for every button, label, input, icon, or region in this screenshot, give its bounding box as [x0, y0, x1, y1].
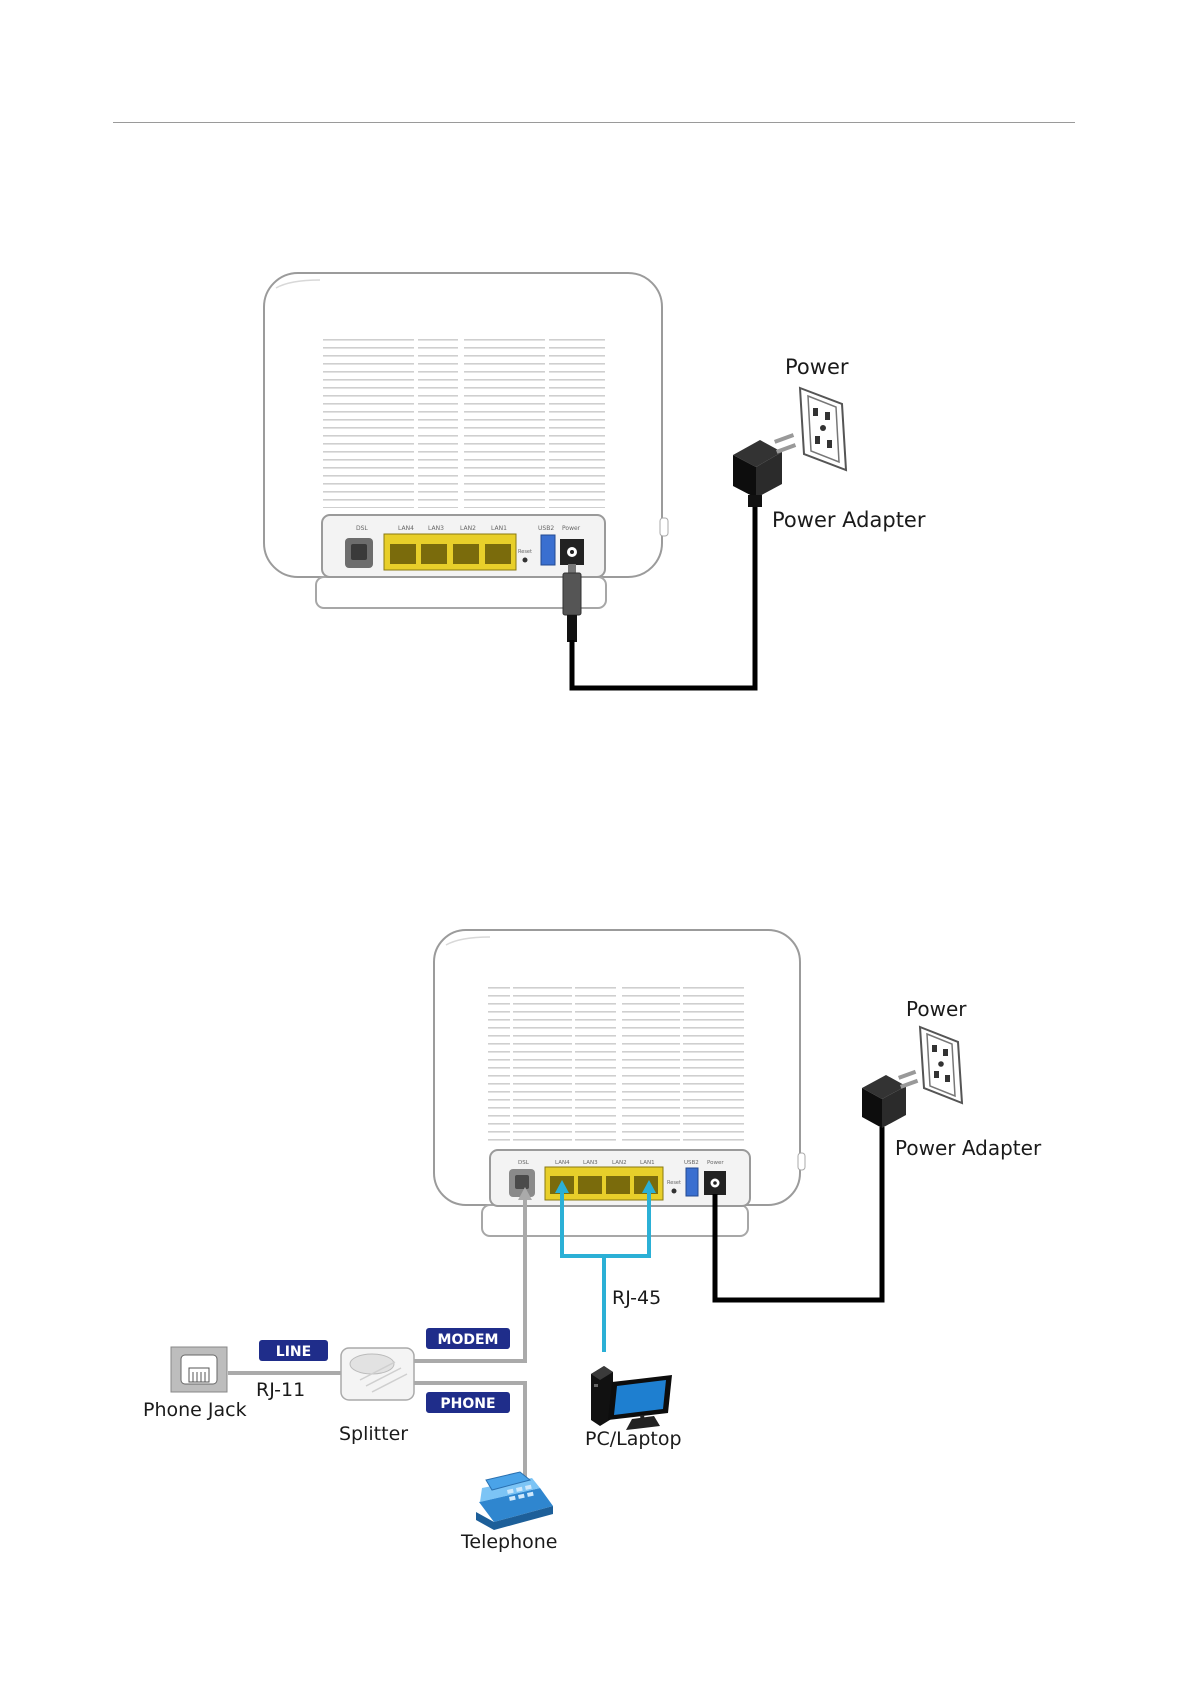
- lan4-label: LAN4: [555, 1160, 570, 1166]
- dc-plug: [563, 564, 581, 642]
- rj11-label: RJ-11: [256, 1379, 305, 1401]
- power-adapter-icon: [862, 1070, 918, 1128]
- telephone-icon: [476, 1472, 553, 1530]
- power-adapter-label: Power Adapter: [772, 508, 926, 532]
- power-port-label: Power: [707, 1160, 724, 1166]
- lan2-label: LAN2: [612, 1160, 627, 1166]
- reset-hole: [523, 558, 528, 563]
- lan4-port: [390, 544, 416, 564]
- power-label: Power: [785, 355, 849, 379]
- rj45-label: RJ-45: [612, 1287, 661, 1309]
- router-stand: [482, 1205, 748, 1236]
- reset-label: Reset: [667, 1180, 681, 1186]
- lan2-label: LAN2: [460, 525, 476, 532]
- splitter-label: Splitter: [339, 1423, 408, 1445]
- usb-port: [541, 535, 555, 565]
- reset-hole: [672, 1189, 677, 1194]
- lan3-port: [578, 1176, 602, 1194]
- usb-port: [686, 1168, 698, 1196]
- power-label: Power: [906, 997, 967, 1021]
- lan3-port: [421, 544, 447, 564]
- wall-outlet-icon: [920, 1027, 962, 1103]
- pc-laptop-label: PC/Laptop: [585, 1428, 682, 1450]
- telephone-label: Telephone: [460, 1531, 558, 1553]
- router-back-panel: DSL LAN4 LAN3 LAN2 LAN1 Reset USB2 Power: [264, 273, 668, 608]
- modem-tag-text: MODEM: [438, 1332, 499, 1348]
- lan1-label: LAN1: [640, 1160, 655, 1166]
- power-port-label: Power: [562, 525, 581, 532]
- lan2-port: [606, 1176, 630, 1194]
- phone-jack-label: Phone Jack: [143, 1399, 247, 1421]
- lan3-label: LAN3: [583, 1160, 598, 1166]
- lan2-port: [453, 544, 479, 564]
- lan1-label: LAN1: [491, 525, 507, 532]
- diagram-full-connection: DSL LAN4 LAN3 LAN2 LAN1 Reset USB2 Power: [143, 930, 1042, 1553]
- lan1-port: [485, 544, 511, 564]
- line-tag-text: LINE: [276, 1344, 311, 1360]
- usb-label: USB2: [538, 525, 554, 532]
- usb-label: USB2: [684, 1160, 699, 1166]
- power-adapter-label: Power Adapter: [895, 1136, 1042, 1160]
- dsl-port-label: DSL: [356, 525, 368, 532]
- lan3-label: LAN3: [428, 525, 444, 532]
- splitter-icon: [341, 1348, 414, 1400]
- diagram-power-connection: DSL LAN4 LAN3 LAN2 LAN1 Reset USB2 Power: [264, 273, 926, 688]
- reset-label: Reset: [518, 549, 532, 555]
- lan4-label: LAN4: [398, 525, 414, 532]
- power-adapter-icon: [733, 433, 796, 507]
- phone-tag-text: PHONE: [440, 1396, 495, 1412]
- phone-tag: PHONE: [426, 1392, 510, 1413]
- modem-tag: MODEM: [426, 1328, 510, 1349]
- line-tag: LINE: [259, 1340, 328, 1361]
- router-back-panel: DSL LAN4 LAN3 LAN2 LAN1 Reset USB2 Power: [434, 930, 805, 1236]
- pc-icon: [591, 1366, 672, 1430]
- dsl-port-label: DSL: [518, 1160, 530, 1166]
- phone-jack-icon: [171, 1347, 227, 1392]
- wall-outlet-icon: [800, 388, 846, 470]
